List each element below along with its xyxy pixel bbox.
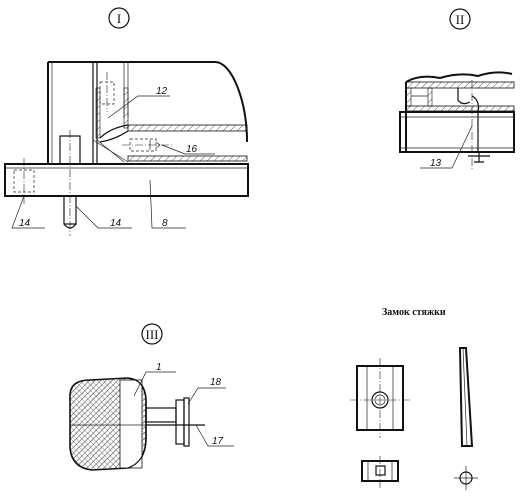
view-1-insulation	[127, 124, 248, 132]
view-1-callout-12: 12	[156, 86, 168, 97]
lock-side-view	[458, 347, 474, 447]
lock-hole-symbol	[454, 466, 478, 490]
view-1-callout-14b: 14	[110, 218, 122, 229]
view-2: II 13	[399, 8, 515, 170]
view-3-roman: III	[146, 327, 159, 342]
view-3-callout-17: 17	[212, 436, 224, 447]
view-1-badge: I	[108, 7, 130, 29]
view-1-callout-8: 8	[162, 218, 168, 229]
view-3-callout-1: 1	[156, 362, 162, 373]
view-1-callout-16: 16	[186, 144, 198, 155]
view-1-roman: I	[117, 11, 121, 26]
view-2-callout-13: 13	[430, 158, 442, 169]
view-3-callout-18: 18	[210, 377, 222, 388]
view-1-base-beam	[4, 163, 249, 197]
view-3-badge: III	[141, 323, 163, 345]
view-2-base-beam	[399, 111, 515, 153]
view-1-outline	[47, 61, 248, 164]
view-2-roman: II	[456, 12, 465, 27]
view-1-callout-14a: 14	[19, 218, 31, 229]
view-2-insulation	[405, 81, 515, 89]
lock-caption: Замок стяжки	[382, 307, 446, 318]
lock-detail: Замок стяжки	[350, 307, 478, 490]
view-3: III 1 18 17	[69, 323, 234, 471]
view-2-badge: II	[449, 8, 471, 30]
view-1: I	[4, 7, 249, 236]
